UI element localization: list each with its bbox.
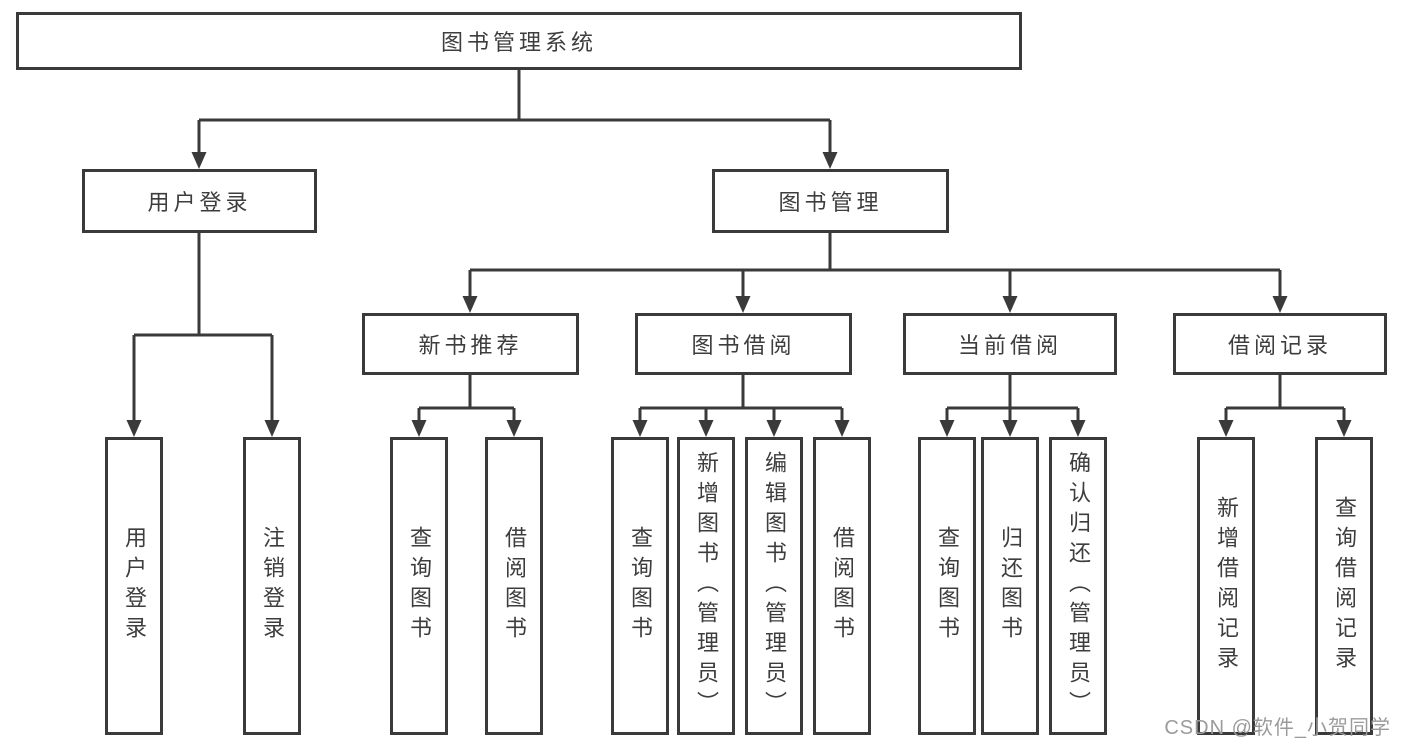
leaf-user-login: 用户登录: [105, 437, 163, 735]
leaf-borrow-book-recommend-label: 借阅图书: [502, 526, 527, 646]
arrow-leaf12: [1218, 420, 1234, 437]
watermark: CSDN @软件_小贺同学: [1164, 717, 1391, 739]
arrow-leaf5: [632, 420, 648, 437]
arrow-leaf1: [126, 420, 142, 437]
leaf-query-borrow-record-label: 查询借阅记录: [1332, 496, 1357, 676]
leaf-return-book-label: 归还图书: [998, 526, 1023, 646]
leaf-query-borrow-record: 查询借阅记录: [1315, 437, 1373, 735]
arrow-borrow: [735, 296, 751, 313]
node-book-management: 图书管理: [712, 169, 949, 233]
leaf-query-book-current-label: 查询图书: [935, 526, 960, 646]
node-new-book-recommend-label: 新书推荐: [418, 333, 523, 358]
leaf-borrow-book-label: 借阅图书: [830, 526, 855, 646]
leaf-add-borrow-record: 新增借阅记录: [1197, 437, 1255, 735]
node-book-borrow: 图书借阅: [635, 313, 852, 375]
node-book-management-label: 图书管理: [778, 190, 883, 215]
node-book-borrow-label: 图书借阅: [691, 333, 796, 358]
arrow-recommend: [462, 296, 478, 313]
leaf-edit-book-admin: 编辑图书（管理员）: [745, 437, 803, 735]
leaf-user-login-label: 用户登录: [122, 526, 147, 646]
arrow-leaf4: [506, 420, 522, 437]
leaf-query-book-recommend: 查询图书: [390, 437, 448, 735]
node-user-login: 用户登录: [82, 169, 317, 233]
arrow-leaf2: [264, 420, 280, 437]
arrow-leaf11: [1070, 420, 1086, 437]
leaf-borrow-book: 借阅图书: [813, 437, 871, 735]
leaf-add-book-admin-label: 新增图书（管理员）: [694, 451, 719, 721]
leaf-query-book-borrow-label: 查询图书: [628, 526, 653, 646]
leaf-logout-login: 注销登录: [243, 437, 301, 735]
leaf-query-book-current: 查询图书: [918, 437, 976, 735]
leaf-query-book-borrow: 查询图书: [611, 437, 669, 735]
arrow-leaf7: [766, 420, 782, 437]
arrow-leaf13: [1336, 420, 1352, 437]
arrow-records: [1272, 296, 1288, 313]
arrow-leaf3: [411, 420, 427, 437]
arrow-current: [1002, 296, 1018, 313]
leaf-edit-book-admin-label: 编辑图书（管理员）: [762, 451, 787, 721]
node-root: 图书管理系统: [16, 12, 1022, 70]
arrow-book-mgmt: [822, 152, 838, 169]
node-borrow-records: 借阅记录: [1173, 313, 1387, 375]
leaf-add-book-admin: 新增图书（管理员）: [677, 437, 735, 735]
node-borrow-records-label: 借阅记录: [1227, 333, 1332, 358]
leaf-add-borrow-record-label: 新增借阅记录: [1214, 496, 1239, 676]
leaf-query-book-recommend-label: 查询图书: [407, 526, 432, 646]
arrow-leaf9: [939, 420, 955, 437]
node-new-book-recommend: 新书推荐: [362, 313, 579, 375]
arrow-user-login: [191, 152, 207, 169]
leaf-return-book: 归还图书: [981, 437, 1039, 735]
node-current-borrow: 当前借阅: [903, 313, 1117, 375]
node-user-login-label: 用户登录: [147, 190, 252, 215]
leaf-confirm-return-admin-label: 确认归还（管理员）: [1066, 451, 1091, 721]
arrow-leaf10: [1002, 420, 1018, 437]
arrow-leaf8: [834, 420, 850, 437]
leaf-borrow-book-recommend: 借阅图书: [485, 437, 543, 735]
arrow-leaf6: [698, 420, 714, 437]
node-current-borrow-label: 当前借阅: [957, 333, 1062, 358]
leaf-logout-login-label: 注销登录: [260, 526, 285, 646]
node-root-label: 图书管理系统: [440, 30, 597, 55]
leaf-confirm-return-admin: 确认归还（管理员）: [1049, 437, 1107, 735]
